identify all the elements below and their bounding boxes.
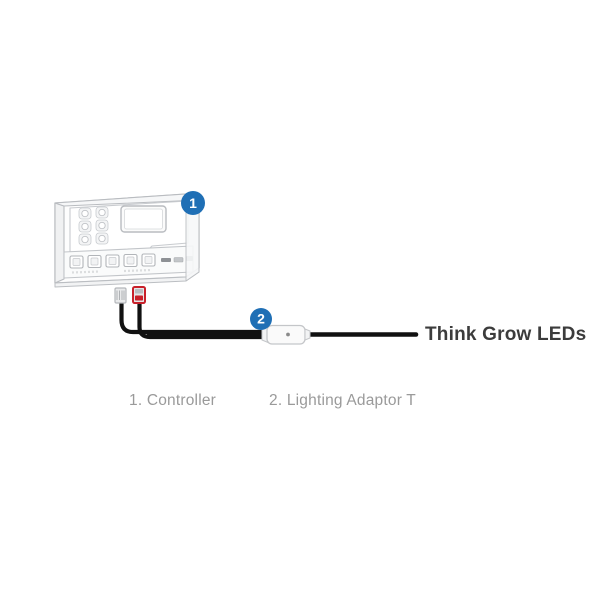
port-socket[interactable] [87,254,102,269]
badge-2[interactable]: 2 [250,308,272,330]
keypad-button[interactable] [78,207,92,220]
controller-port-sockets[interactable] [69,253,156,269]
adaptor-outlet [304,328,311,341]
port-socket[interactable] [123,253,138,268]
controller-display-inner [124,208,163,230]
small-port[interactable] [161,258,171,262]
connector-gray[interactable] [114,287,127,304]
badge-1-circle [181,191,205,215]
port-socket[interactable] [105,254,120,268]
port-socket[interactable] [141,253,156,267]
badge-2-number: 2 [257,311,265,327]
adaptor-body [266,324,306,345]
controller-keypad[interactable] [78,206,109,246]
controller-left-face [54,202,65,284]
badge-1[interactable]: 1 [181,191,205,215]
keypad-button[interactable] [95,232,109,245]
cable-left [119,300,271,335]
port-socket[interactable] [69,255,84,269]
small-port[interactable] [173,257,184,263]
controller-illustration[interactable] [54,193,200,288]
badge-1-number: 1 [189,195,197,211]
adaptor-indicator-dot [286,332,290,337]
keypad-button[interactable] [78,220,92,233]
badge-2-circle [250,308,272,330]
keypad-button[interactable] [95,206,109,219]
brand-label: Think Grow LEDs [425,324,586,345]
keypad-button[interactable] [78,233,92,246]
connector-red[interactable] [132,286,146,304]
caption-controller: 1. Controller [129,392,216,409]
lighting-adaptor[interactable] [261,324,311,345]
controller-port-labels [71,268,153,274]
keypad-button[interactable] [95,219,109,232]
caption-lighting-adaptor: 2. Lighting Adaptor T [269,392,416,409]
cable-group [119,300,419,340]
